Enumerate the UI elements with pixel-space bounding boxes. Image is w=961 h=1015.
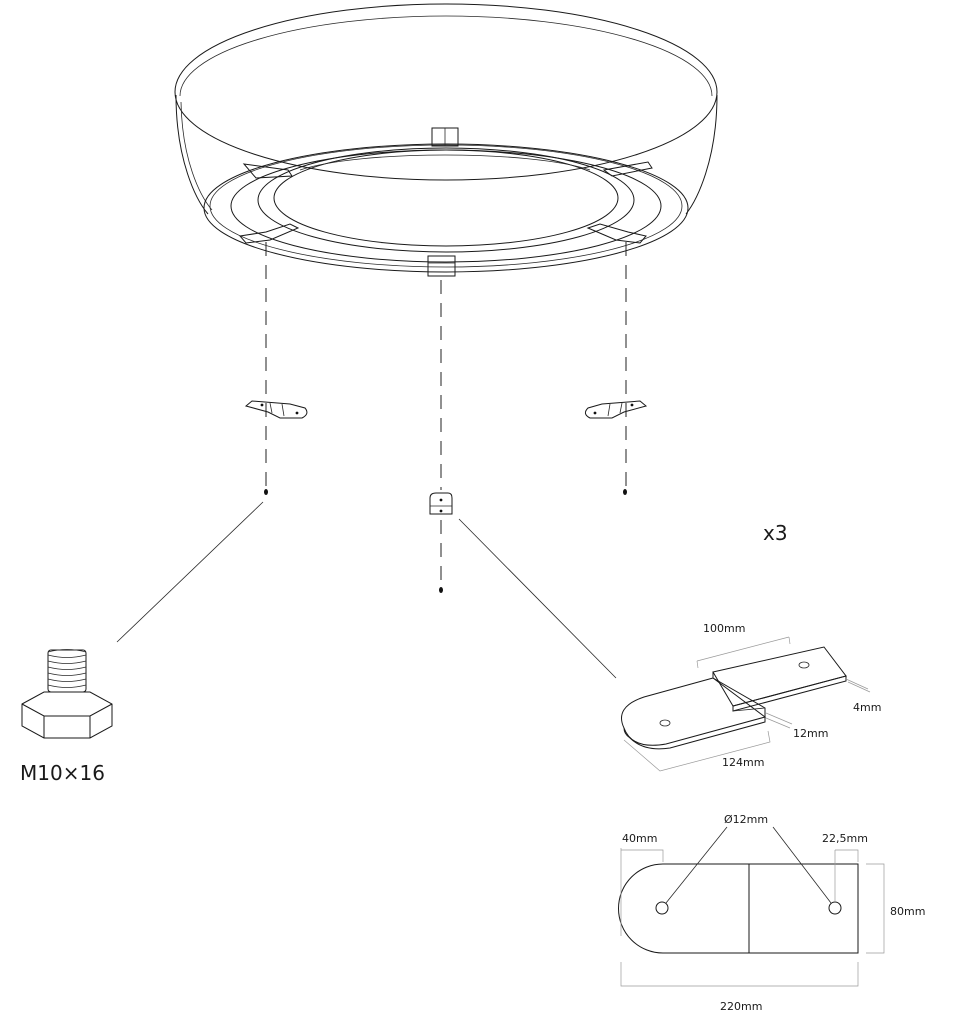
dim-220mm: 220mm (720, 1000, 762, 1013)
bolt-size-label: M10×16 (20, 761, 105, 785)
ring-fixture (174, 3, 718, 277)
screw-markers (264, 489, 627, 593)
dim-100mm: 100mm (703, 622, 745, 635)
quantity-label: x3 (763, 521, 788, 545)
mini-bracket-right (584, 400, 648, 419)
mini-bracket-center (429, 492, 453, 515)
leader-lines (116, 501, 617, 679)
dim-12mm: 12mm (793, 727, 828, 740)
dim-80mm: 80mm (890, 905, 925, 918)
dim-124mm: 124mm (722, 756, 764, 769)
bolt-icon (21, 649, 113, 739)
dim-hole-diameter: Ø12mm (724, 813, 768, 826)
dim-22-5mm: 22,5mm (822, 832, 868, 845)
bracket-plan-view (618, 826, 885, 987)
dim-40mm: 40mm (622, 832, 657, 845)
alignment-lines (265, 242, 627, 588)
bracket-3d (621, 636, 871, 772)
dim-4mm: 4mm (853, 701, 881, 714)
mini-bracket-left (244, 400, 308, 419)
